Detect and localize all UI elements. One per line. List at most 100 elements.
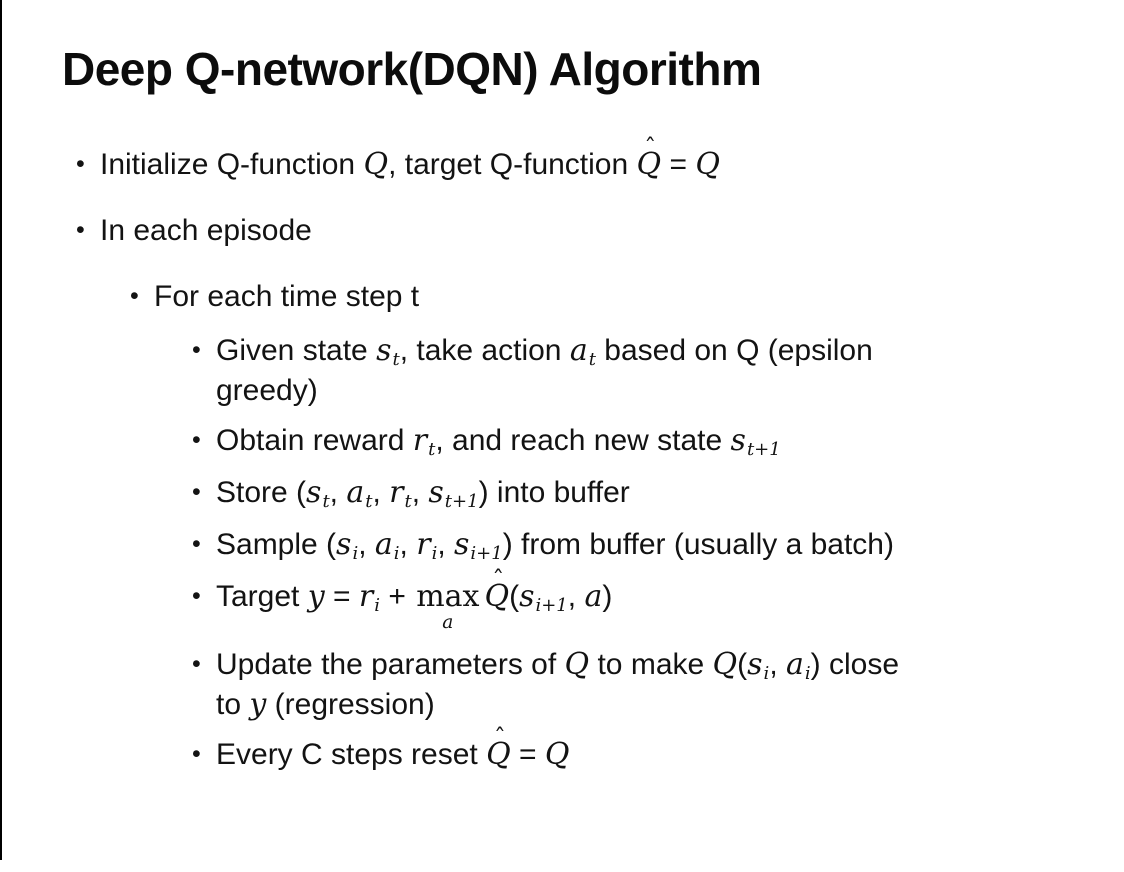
math-variable-subscripted: at <box>570 333 596 370</box>
text-run: , take action <box>399 334 570 368</box>
bullet-item: • Store (st, at, rt, st+1) into buffer <box>0 474 1104 514</box>
math-variable: Q <box>695 147 720 182</box>
hat-accent-icon: ˆ <box>493 724 506 753</box>
math-subscript: t <box>365 491 373 513</box>
bullet-text: For each time step t <box>154 278 1104 316</box>
math-variable: r <box>416 527 431 563</box>
bullet-item: •Obtain reward rt, and reach new state s… <box>0 422 1104 462</box>
text-run: , target Q-function <box>388 148 637 181</box>
math-variable: a <box>346 475 365 511</box>
math-subscript: i <box>352 543 359 565</box>
math-variable: Q <box>564 646 590 682</box>
text-run: Sample ( <box>216 528 337 562</box>
math-variable-subscripted: st+1 <box>730 423 781 461</box>
math-subscript: t <box>322 491 330 513</box>
bullet-icon: • <box>192 426 201 455</box>
text-run: to make <box>589 647 713 681</box>
math-subscript: i <box>763 662 770 684</box>
text-run: ) from buffer (usually a batch) <box>502 528 894 562</box>
math-variable: y <box>249 686 267 722</box>
bullet-text: Update the parameters of Q to make Q(si,… <box>216 646 1104 724</box>
math-subscript: i <box>393 543 400 565</box>
text-run: Target <box>216 579 308 613</box>
math-subscript: t <box>428 439 436 461</box>
math-variable: s <box>730 423 746 459</box>
bullet-item: • In each episode <box>0 212 1104 250</box>
math-variable-subscripted: rt <box>412 423 436 461</box>
bullet-item: •For each time step t <box>0 278 1104 316</box>
math-subscript: t+1 <box>444 491 479 513</box>
bullet-icon: • <box>192 478 201 507</box>
text-run: Store ( <box>216 476 307 510</box>
bullet-text: Sample (si, ai, ri, si+1) from buffer (u… <box>216 526 1104 566</box>
math-variable-subscripted: ri <box>359 579 380 616</box>
math-variable-subscripted: st <box>306 475 330 513</box>
text-run: For each time step t <box>154 280 420 314</box>
math-variable-subscripted: ai <box>374 527 400 565</box>
text-run: ( <box>737 647 748 681</box>
bullet-icon: • <box>192 530 201 559</box>
math-variable: s <box>747 646 763 682</box>
text-run: ( <box>509 579 520 613</box>
math-subscript: i+1 <box>470 543 503 565</box>
bullet-text: Initialize Q-function Q, target Q-functi… <box>100 136 1104 184</box>
bullet-item: •Given state st, take action at based on… <box>0 332 1104 410</box>
math-variable: r <box>412 423 428 459</box>
math-subscript: t <box>392 349 400 371</box>
math-subscript: i <box>804 662 811 684</box>
math-subscript: t+1 <box>746 439 781 461</box>
hat-accent-icon: ˆ <box>492 566 505 595</box>
text-run: Every C steps reset <box>216 737 487 771</box>
math-variable: s <box>454 527 470 563</box>
bullet-icon: • <box>76 150 85 178</box>
math-variable: s <box>428 475 444 511</box>
bullet-icon: • <box>192 581 201 610</box>
text-run: , <box>399 528 417 562</box>
math-subscript: i <box>431 543 438 565</box>
math-variable-subscripted: rt <box>389 475 412 513</box>
math-variable-subscripted: st <box>376 333 400 371</box>
text-run: Obtain reward <box>216 424 413 458</box>
math-variable: s <box>336 527 352 563</box>
text-run: ) <box>602 579 613 613</box>
bullet-item: •Update the parameters of Q to make Q(si… <box>0 646 1104 724</box>
math-variable: y <box>307 578 325 614</box>
math-variable-subscripted: at <box>346 475 373 513</box>
math-variable-subscripted: si <box>747 646 770 684</box>
bullet-text: Store (st, at, rt, st+1) into buffer <box>216 474 1104 514</box>
bullet-icon: • <box>192 739 201 768</box>
text-run: = <box>510 737 545 771</box>
math-variable: Q <box>544 736 570 772</box>
text-run: In each episode <box>100 214 312 248</box>
text-run: Update the parameters of <box>216 647 565 681</box>
math-variable-subscripted: ri <box>416 527 438 565</box>
text-run: , <box>437 528 454 562</box>
bullet-icon: • <box>192 336 201 365</box>
math-variable-subscripted: si+1 <box>519 579 568 616</box>
text-run: + <box>379 579 415 613</box>
bullet-list: • Initialize Q-function Q, target Q-funct… <box>0 136 1104 786</box>
text-run: , <box>372 476 390 510</box>
text-run: , <box>358 528 375 562</box>
math-operator: max <box>416 578 480 614</box>
bullet-item: • Initialize Q-function Q, target Q-funct… <box>0 136 1104 184</box>
slide-title: Deep Q-network(DQN) Algorithm <box>62 43 762 95</box>
math-subscript: i <box>374 594 380 616</box>
math-variable: s <box>306 475 322 511</box>
math-variable: r <box>389 475 404 511</box>
text-run: (regression) <box>266 687 435 721</box>
text-run: based on Q (epsilon <box>595 334 873 368</box>
bullet-icon: • <box>76 216 85 245</box>
math-subscript: t <box>404 491 412 513</box>
math-variable: a <box>374 527 393 563</box>
math-variable: a <box>584 578 603 614</box>
text-run: = <box>324 579 359 613</box>
math-variable: Q <box>712 646 738 682</box>
